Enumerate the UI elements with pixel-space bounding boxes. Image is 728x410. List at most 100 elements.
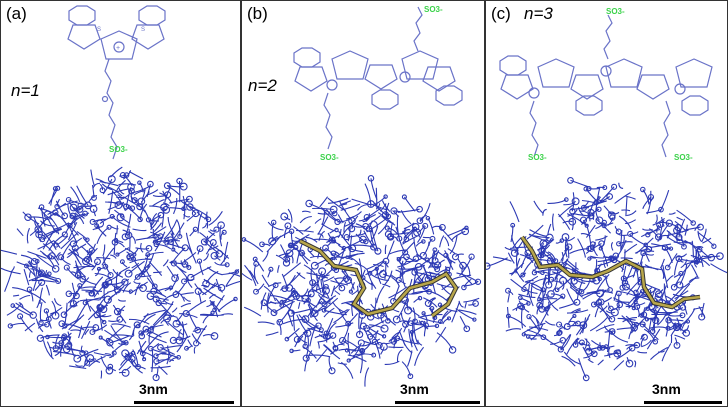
cloud-stroke xyxy=(595,218,612,234)
cloud-stroke xyxy=(293,226,304,235)
cloud-stroke xyxy=(406,350,413,367)
cloud-stroke xyxy=(542,208,547,216)
cloud-stroke xyxy=(187,311,199,331)
cloud-stroke xyxy=(202,223,207,229)
cloud-stroke xyxy=(70,329,81,332)
cloud-ring xyxy=(45,316,52,323)
cloud-ring xyxy=(200,238,208,246)
cloud-stroke xyxy=(377,221,389,235)
panel-b-structure xyxy=(242,6,482,387)
cloud-stroke xyxy=(401,361,411,377)
cloud-stroke xyxy=(614,225,620,232)
cloud-stroke xyxy=(131,262,140,269)
cloud-stroke xyxy=(396,349,403,363)
cloud-stroke xyxy=(19,316,33,333)
cloud-stroke xyxy=(27,261,44,273)
cloud-stroke xyxy=(32,273,40,292)
cloud-stroke xyxy=(439,235,445,248)
cloud-ring xyxy=(590,241,596,247)
cloud-stroke xyxy=(53,298,62,307)
cloud-stroke xyxy=(539,306,551,326)
cloud-stroke xyxy=(676,216,684,221)
cloud-stroke xyxy=(152,194,168,197)
cloud-stroke xyxy=(54,212,70,229)
cloud-ring xyxy=(451,253,460,261)
cloud-ring xyxy=(656,222,662,228)
cloud-stroke xyxy=(640,336,645,347)
cloud-stroke xyxy=(321,223,335,232)
cloud-ring xyxy=(520,272,526,278)
cloud-ring xyxy=(539,239,548,248)
cloud-stroke xyxy=(621,315,637,332)
cloud-stroke xyxy=(20,254,35,262)
cloud-stroke xyxy=(506,306,510,328)
cloud-ring xyxy=(531,270,538,276)
cloud-ring xyxy=(164,240,170,246)
cloud-ring xyxy=(69,212,77,220)
cloud-stroke xyxy=(522,258,536,276)
cloud-stroke xyxy=(1,267,21,275)
cloud-ring xyxy=(412,255,420,263)
cloud-ring xyxy=(519,304,526,311)
cloud-stroke xyxy=(355,223,368,233)
cloud-stroke xyxy=(150,215,161,231)
cloud-stroke xyxy=(185,277,193,288)
cloud-ring xyxy=(611,183,618,190)
cloud-stroke xyxy=(111,334,134,338)
cloud-stroke xyxy=(697,230,703,243)
cloud-stroke xyxy=(637,351,648,354)
cloud-stroke xyxy=(539,296,554,300)
cloud-stroke xyxy=(164,319,170,326)
cloud-stroke xyxy=(271,230,291,242)
cloud-ring xyxy=(572,313,577,319)
cloud-ring xyxy=(670,283,678,291)
cloud-stroke xyxy=(33,217,45,234)
cloud-stroke xyxy=(147,334,167,344)
cloud-stroke xyxy=(162,344,183,349)
cloud-stroke xyxy=(622,317,638,323)
cloud-stroke xyxy=(177,266,187,273)
cloud-stroke xyxy=(555,240,563,244)
cloud-stroke xyxy=(280,244,288,260)
cloud-stroke xyxy=(277,265,280,273)
cloud-stroke xyxy=(624,219,636,225)
cloud-stroke xyxy=(325,247,338,261)
cloud-stroke xyxy=(317,246,322,259)
cloud-ring xyxy=(88,290,95,297)
cloud-stroke xyxy=(624,195,636,200)
cloud-ring xyxy=(67,342,73,348)
cloud-stroke xyxy=(547,199,567,204)
cloud-stroke xyxy=(402,267,406,288)
cloud-ring xyxy=(103,295,112,304)
cloud-stroke xyxy=(96,225,107,237)
cloud-stroke xyxy=(39,287,44,305)
cloud-ring xyxy=(169,336,178,345)
cloud-stroke xyxy=(152,342,160,349)
cloud-stroke xyxy=(510,278,526,291)
cloud-ring xyxy=(664,264,671,271)
cloud-ring xyxy=(331,210,338,217)
cloud-stroke xyxy=(636,253,644,274)
cloud-ring xyxy=(556,329,563,336)
cloud-ring xyxy=(136,203,144,211)
cloud-ring xyxy=(322,244,329,252)
panel-b-so3-label-2: SO3- xyxy=(320,153,339,162)
cloud-stroke xyxy=(283,225,289,239)
cloud-stroke xyxy=(370,282,373,290)
cloud-ring xyxy=(434,323,440,329)
cloud-ring xyxy=(711,243,717,249)
cloud-stroke xyxy=(132,228,147,232)
cloud-stroke xyxy=(595,235,608,241)
cloud-stroke xyxy=(110,325,122,341)
cloud-stroke xyxy=(265,331,279,336)
cloud-stroke xyxy=(625,344,638,347)
cloud-stroke xyxy=(317,212,335,215)
cloud-stroke xyxy=(111,323,131,328)
cloud-ring xyxy=(374,247,382,255)
cloud-stroke xyxy=(45,284,50,296)
cloud-stroke xyxy=(114,209,123,217)
cloud-stroke xyxy=(618,215,632,230)
cloud-ring xyxy=(172,319,181,328)
cloud-stroke xyxy=(658,350,665,353)
cloud-ring xyxy=(421,311,426,316)
